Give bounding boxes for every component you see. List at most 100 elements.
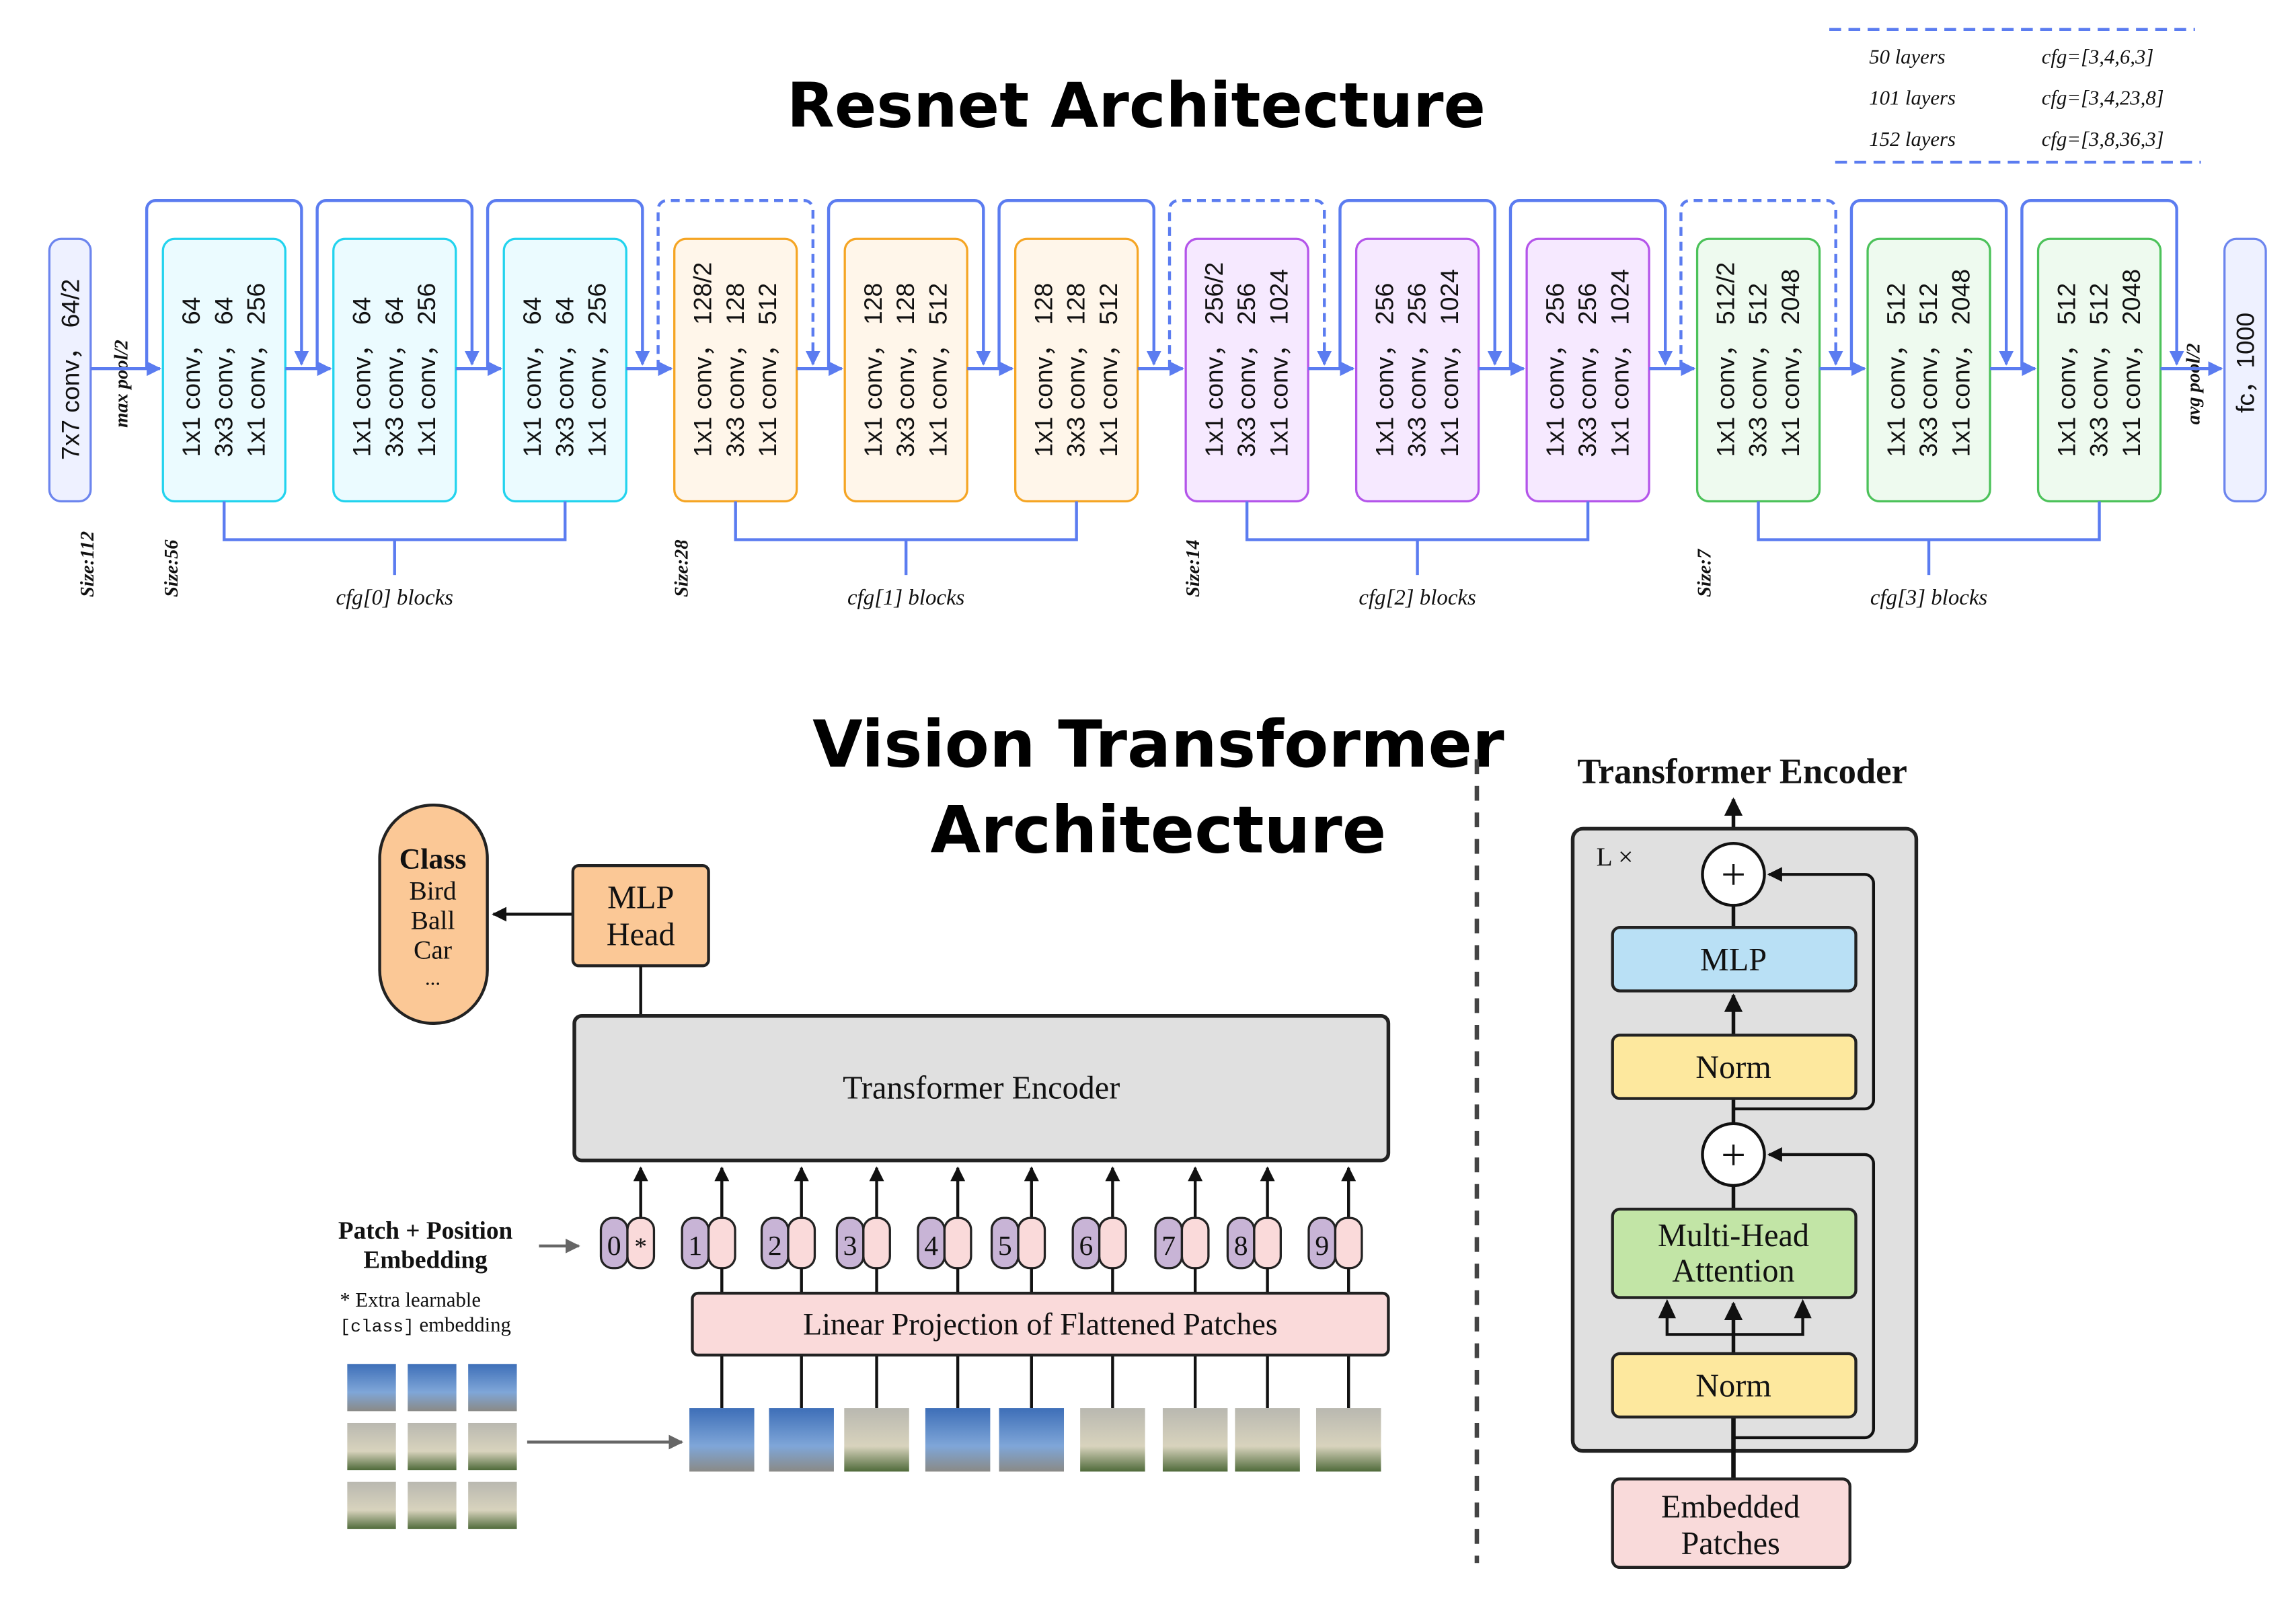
patch-token: 3 bbox=[835, 1166, 909, 1472]
block-layer-label: 3x3 conv， 512 bbox=[2085, 283, 2113, 457]
patch-embedding bbox=[1098, 1216, 1127, 1270]
stage-label: cfg[2] blocks bbox=[1359, 586, 1476, 610]
class-title: Class bbox=[399, 843, 467, 876]
block-layer-label: 1x1 conv， 64 bbox=[177, 297, 205, 457]
image-patch bbox=[999, 1408, 1065, 1472]
block-layer-label: 1x1 conv， 512/2 bbox=[1711, 262, 1739, 457]
block-layer-label: 1x1 conv， 128 bbox=[1029, 283, 1057, 457]
input-label: Patches bbox=[1681, 1526, 1780, 1561]
patch-embedding bbox=[787, 1216, 816, 1270]
note-rest: embedding bbox=[414, 1313, 511, 1336]
image-grid bbox=[347, 1364, 517, 1529]
patch-token: 7 bbox=[1154, 1166, 1228, 1472]
avg-pool-label: avg pool/2 bbox=[2183, 343, 2204, 424]
image-patch bbox=[689, 1408, 755, 1472]
image-patch bbox=[1162, 1408, 1228, 1472]
block-layer-label: 3x3 conv， 256 bbox=[1573, 283, 1601, 457]
add-icon: + bbox=[1721, 1130, 1746, 1180]
encoder-detail: L × + + MLP Norm Multi-Head Attention No… bbox=[1570, 797, 1919, 1570]
block-layer-label: 1x1 conv， 128/2 bbox=[689, 262, 717, 457]
block-layer-label: 3x3 conv， 256 bbox=[1232, 283, 1260, 457]
identity-shortcut bbox=[1508, 199, 1673, 369]
block-box bbox=[332, 237, 457, 503]
block-layer-label: 1x1 conv， 2048 bbox=[2117, 269, 2145, 457]
image-grid-patch bbox=[468, 1364, 517, 1412]
mlp-head-label: MLP bbox=[607, 880, 674, 916]
size-label: Size:28 bbox=[671, 540, 692, 598]
legend-cfg: cfg=[3,4,6,3] bbox=[2042, 45, 2153, 68]
identity-shortcut bbox=[2020, 199, 2184, 369]
block-layer-label: 1x1 conv， 256 bbox=[412, 283, 441, 457]
fc-label: fc，1000 bbox=[2231, 313, 2260, 413]
block-box bbox=[843, 237, 968, 503]
stage-label: cfg[0] blocks bbox=[336, 586, 453, 610]
image-grid-patch bbox=[468, 1422, 517, 1471]
attention-label: Multi-Head bbox=[1658, 1218, 1809, 1253]
position-index: 0 bbox=[607, 1231, 621, 1262]
image-grid-patch bbox=[408, 1422, 457, 1471]
image-grid-patch bbox=[408, 1364, 457, 1412]
add-icon: + bbox=[1721, 850, 1746, 899]
resnet-legend: 50 layers cfg=[3,4,6,3] 101 layers cfg=[… bbox=[1829, 28, 2201, 164]
norm-box bbox=[1611, 1352, 1858, 1419]
attention-box bbox=[1611, 1207, 1858, 1299]
position-index: 7 bbox=[1161, 1231, 1176, 1262]
block-layer-label: 1x1 conv， 128 bbox=[859, 283, 887, 457]
block-layer-label: 3x3 conv， 256 bbox=[1403, 283, 1431, 457]
block-layer-label: 1x1 conv， 512 bbox=[1094, 283, 1122, 457]
image-patch bbox=[925, 1408, 991, 1472]
norm-label: Norm bbox=[1695, 1368, 1771, 1404]
max-pool-label: max pool/2 bbox=[112, 340, 132, 428]
legend-layers: 50 layers bbox=[1869, 45, 1945, 68]
patch-embedding bbox=[707, 1216, 736, 1270]
position-index: 1 bbox=[688, 1231, 702, 1262]
block-layer-label: 1x1 conv， 256/2 bbox=[1200, 262, 1228, 457]
legend-layers: 101 layers bbox=[1869, 87, 1956, 110]
block-layer-label: 3x3 conv， 512 bbox=[1914, 283, 1942, 457]
projection-shortcut bbox=[1168, 199, 1332, 369]
block-layer-label: 1x1 conv， 512 bbox=[2052, 283, 2080, 457]
block-layer-label: 1x1 conv， 1024 bbox=[1264, 269, 1293, 457]
block-layer-label: 3x3 conv， 128 bbox=[1062, 283, 1090, 457]
patch-token: 4 bbox=[917, 1166, 991, 1472]
position-index: 2 bbox=[768, 1231, 782, 1262]
encoder-label: Transformer Encoder bbox=[843, 1071, 1120, 1106]
stage-bracket bbox=[1245, 501, 1590, 576]
identity-shortcut bbox=[145, 199, 309, 369]
size-label: Size:56 bbox=[161, 539, 182, 597]
legend-cfg: cfg=[3,8,36,3] bbox=[2042, 128, 2164, 151]
embedding-label: Embedding bbox=[363, 1247, 488, 1274]
block-layer-label: 1x1 conv， 64 bbox=[348, 297, 376, 457]
patch-token: 8 bbox=[1226, 1166, 1300, 1472]
mlp-label: MLP bbox=[1700, 942, 1767, 978]
identity-shortcut bbox=[1849, 199, 2014, 369]
image-grid-patch bbox=[408, 1481, 457, 1529]
stage-label: cfg[3] blocks bbox=[1870, 586, 1987, 610]
embedding-label: Patch + Position bbox=[338, 1217, 513, 1245]
patch-embedding bbox=[943, 1216, 972, 1270]
patch-embedding bbox=[1253, 1216, 1282, 1270]
position-index: 5 bbox=[998, 1231, 1012, 1262]
block-layer-label: 3x3 conv， 128 bbox=[721, 283, 749, 457]
image-patch bbox=[1315, 1408, 1381, 1472]
block-layer-label: 3x3 conv， 64 bbox=[380, 297, 408, 457]
block-layer-label: 1x1 conv， 512 bbox=[1882, 283, 1910, 457]
patch-token: 0* bbox=[599, 1166, 656, 1270]
patch-token: 9 bbox=[1307, 1166, 1381, 1472]
repeat-label: L × bbox=[1597, 842, 1634, 872]
size-label: Size:7 bbox=[1694, 548, 1715, 597]
block-layer-label: 1x1 conv， 1024 bbox=[1435, 269, 1463, 457]
note-code: [class] bbox=[340, 1317, 414, 1337]
note-text: * Extra learnable bbox=[340, 1288, 481, 1311]
position-index: 6 bbox=[1079, 1231, 1093, 1262]
